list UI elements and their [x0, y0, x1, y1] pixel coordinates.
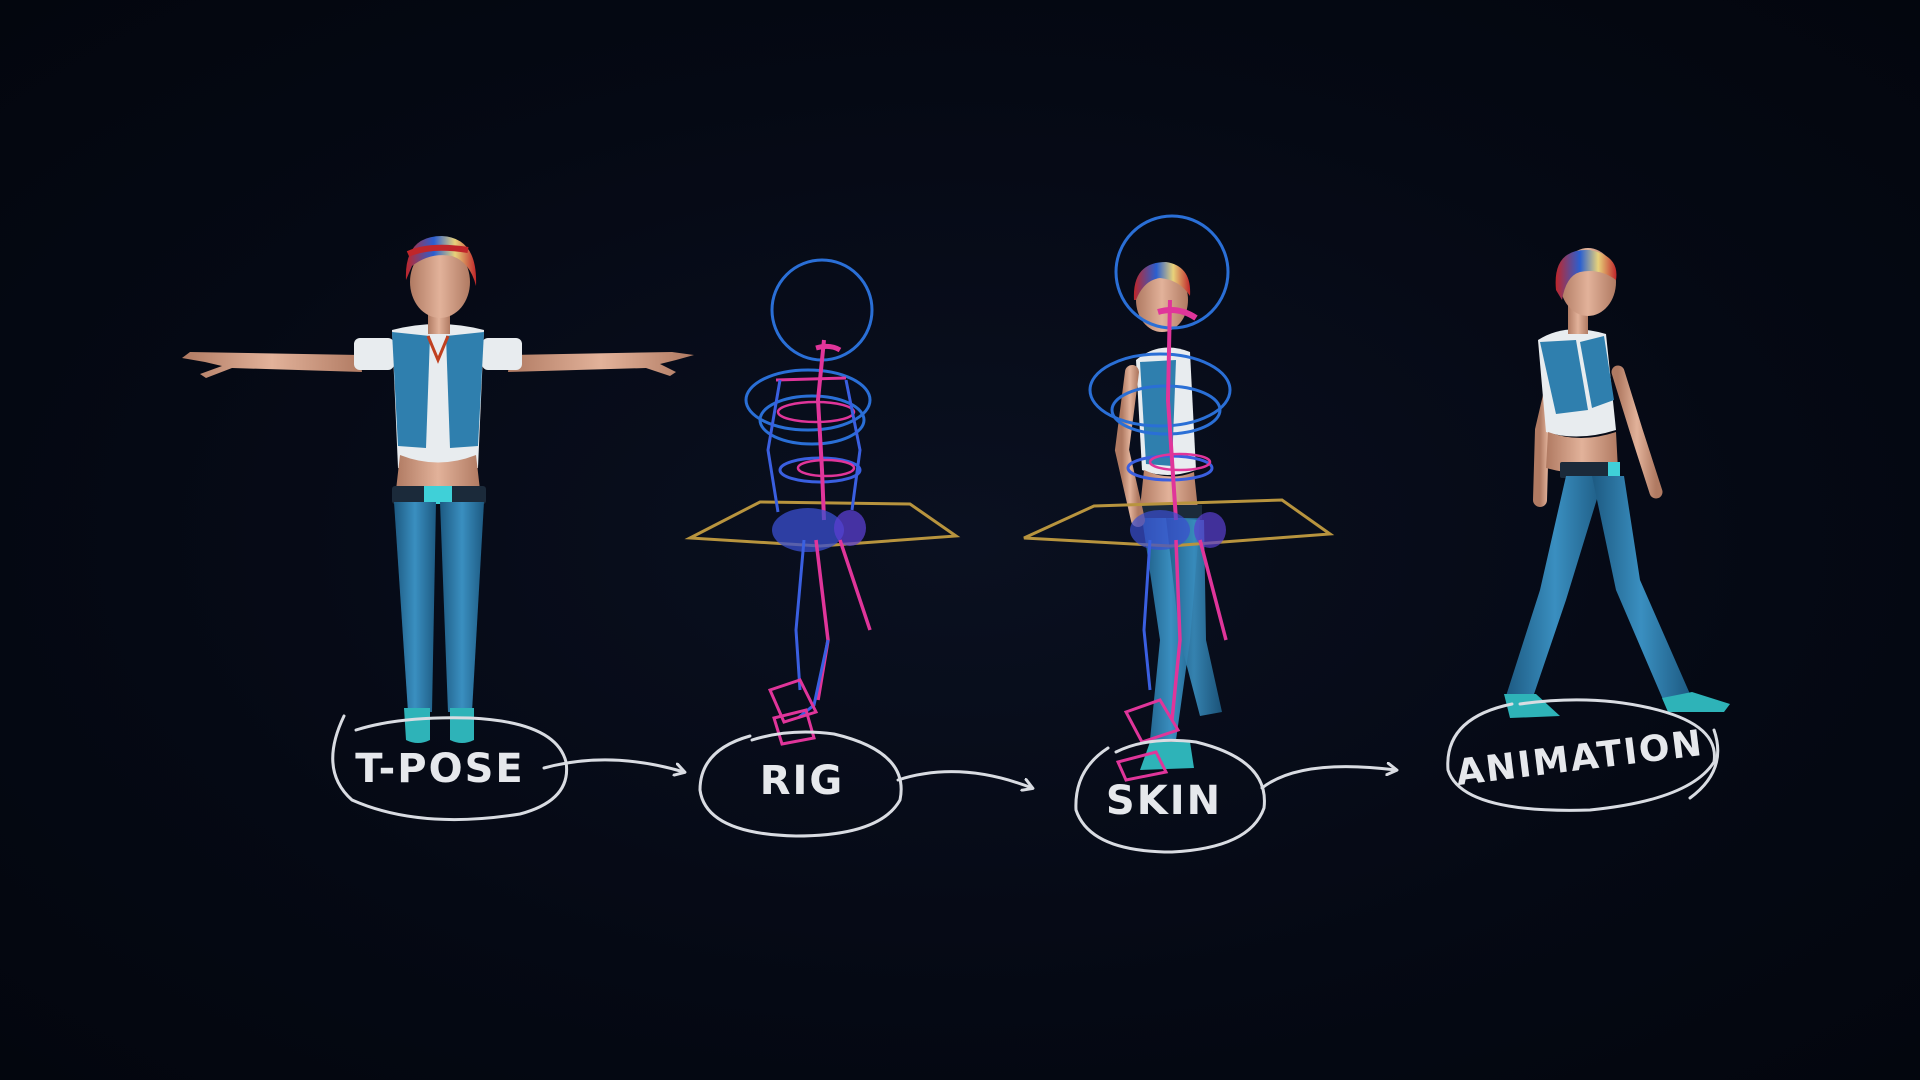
rig-ellipse [698, 730, 903, 838]
rig-skeleton [684, 258, 961, 746]
arrow-right-icon [542, 758, 684, 772]
stage-label-rig: RIG [760, 758, 845, 804]
skinned-figure [1023, 214, 1335, 782]
skin-ellipse [1074, 738, 1266, 854]
animation-ellipse-tail [1688, 728, 1720, 800]
connector-arrows [542, 758, 1396, 790]
t-pose-ellipse [331, 714, 569, 822]
chalk-ellipses [331, 698, 1720, 854]
stage-labels: T-POSE RIG SKIN ANIMATION [355, 723, 1706, 824]
t-pose-figure [182, 236, 694, 743]
stage-label-t-pose: T-POSE [355, 746, 524, 792]
arrow-right-icon [896, 770, 1032, 788]
walking-figure [1504, 248, 1730, 718]
stage-label-animation: ANIMATION [1454, 723, 1706, 794]
arrow-right-icon [1260, 767, 1396, 790]
stage-label-skin: SKIN [1106, 778, 1222, 824]
animation-ellipse [1446, 698, 1716, 812]
